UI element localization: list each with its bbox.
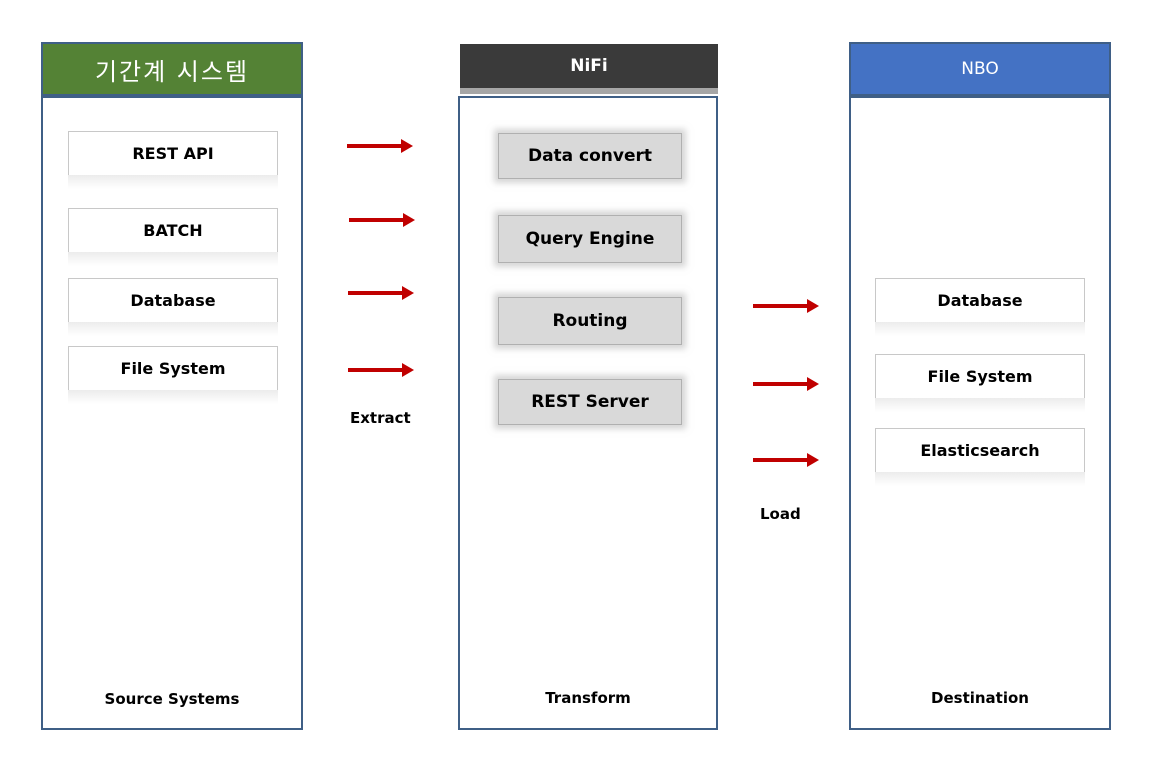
source-systems-header: 기간계 시스템 (41, 42, 303, 96)
source-item-database: Database (68, 278, 278, 336)
extract-arrow (348, 363, 414, 377)
load-arrow (753, 377, 819, 391)
source-item-file-system: File System (68, 346, 278, 404)
process-rest-server: REST Server (498, 379, 682, 425)
destination-item-elasticsearch: Elasticsearch (875, 428, 1085, 486)
process-query-engine: Query Engine (498, 215, 682, 263)
source-systems-caption: Source Systems (104, 690, 240, 708)
load-label: Load (760, 505, 801, 523)
load-arrow (753, 299, 819, 313)
extract-label: Extract (350, 409, 411, 427)
destination-caption: Destination (931, 689, 1029, 707)
destination-item-database: Database (875, 278, 1085, 336)
nbo-header: NBO (849, 42, 1111, 96)
extract-arrow (349, 213, 415, 227)
extract-arrow (347, 139, 413, 153)
load-arrow (753, 453, 819, 467)
destination-item-file-system: File System (875, 354, 1085, 412)
process-data-convert: Data convert (498, 133, 682, 179)
nifi-header: NiFi (460, 44, 718, 94)
nbo-panel (849, 96, 1111, 730)
process-routing: Routing (498, 297, 682, 345)
source-systems-panel (41, 96, 303, 730)
source-item-batch: BATCH (68, 208, 278, 266)
source-item-rest-api: REST API (68, 131, 278, 189)
extract-arrow (348, 286, 414, 300)
transform-caption: Transform (545, 689, 631, 707)
